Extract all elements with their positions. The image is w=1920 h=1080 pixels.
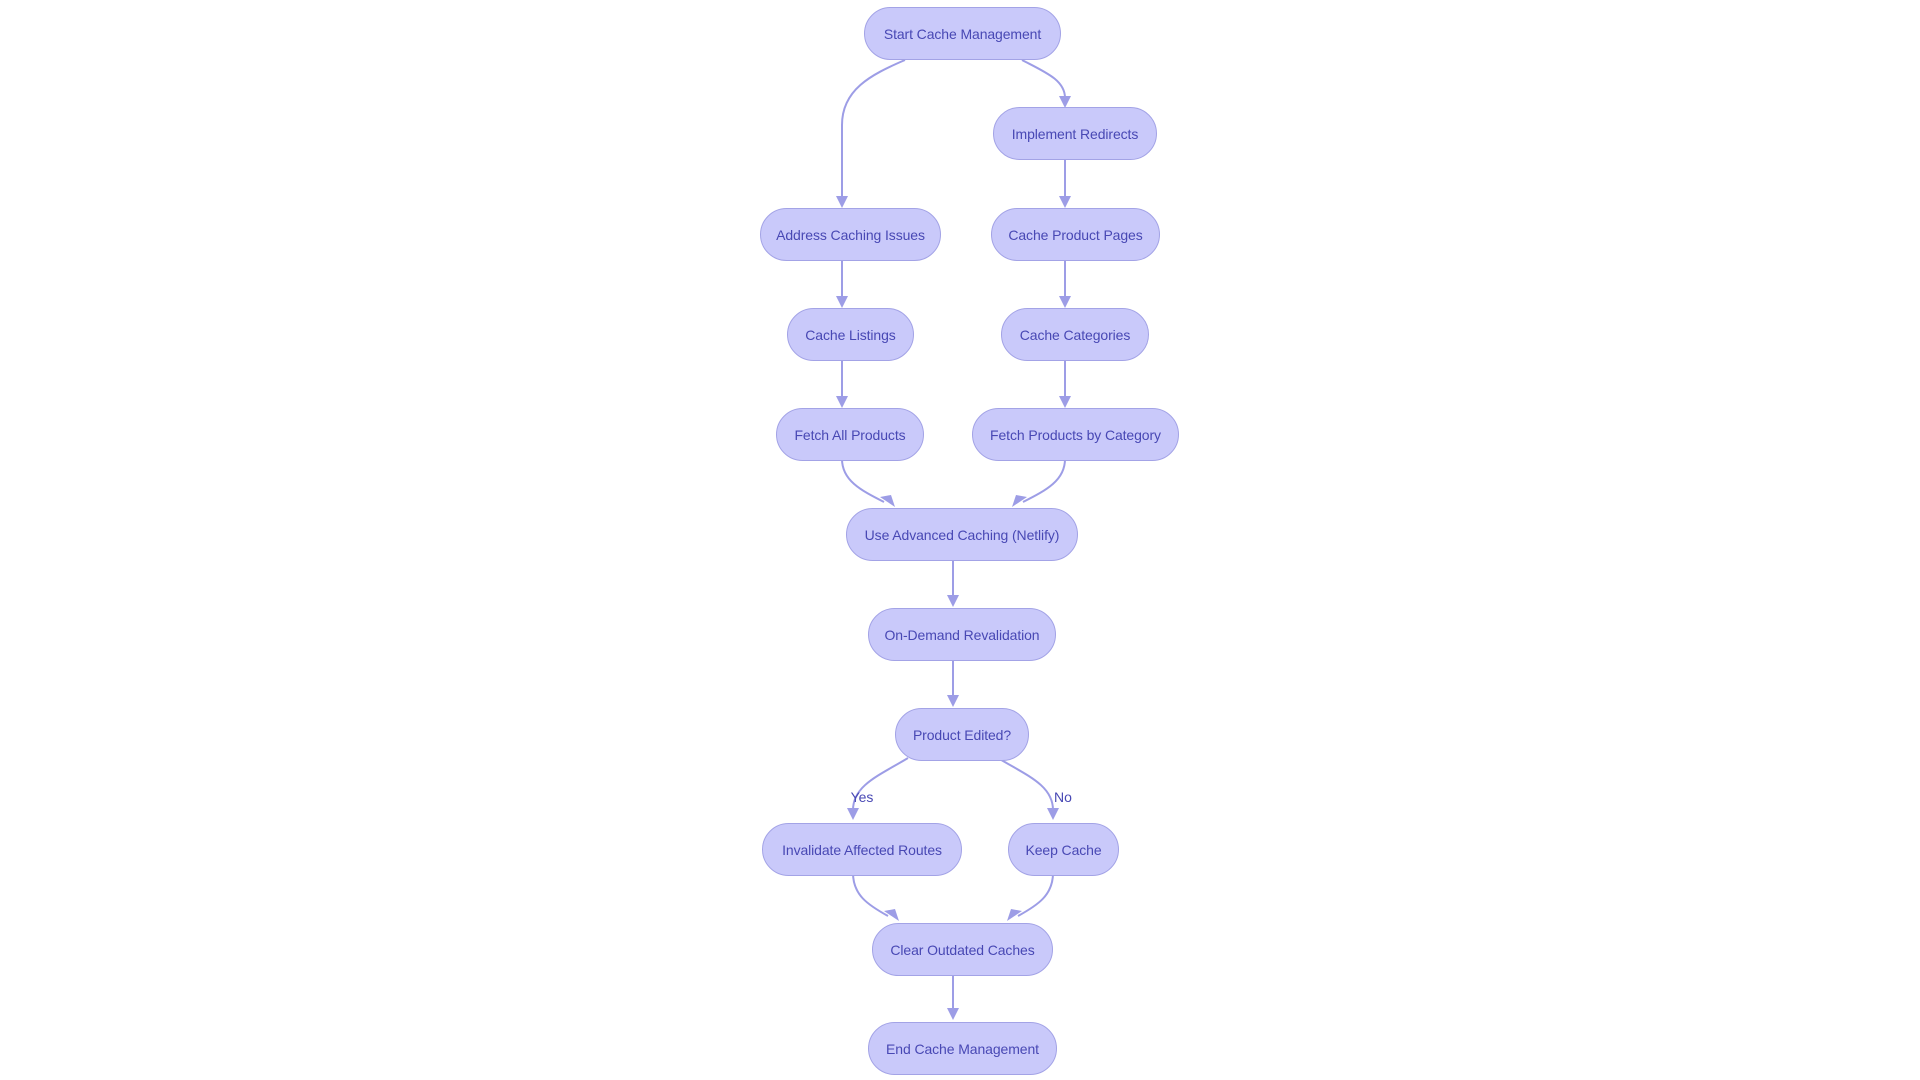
node-label: Start Cache Management xyxy=(883,25,1042,42)
node-clear-outdated-caches[interactable]: Clear Outdated Caches xyxy=(872,923,1053,976)
arrowhead-icon xyxy=(1012,495,1027,507)
arrowhead-icon xyxy=(836,396,848,408)
arrowhead-icon xyxy=(884,909,899,921)
node-label: Cache Listings xyxy=(805,326,896,343)
edge-product-edited-to-keep-cache xyxy=(997,757,1054,811)
node-label: Fetch Products by Category xyxy=(990,426,1161,443)
node-invalidate-affected-routes[interactable]: Invalidate Affected Routes xyxy=(762,823,962,876)
arrowhead-icon xyxy=(1047,808,1059,820)
node-fetch-all-products[interactable]: Fetch All Products xyxy=(776,408,924,461)
node-label: Implement Redirects xyxy=(1011,125,1139,142)
edge-label-yes: Yes xyxy=(850,789,874,805)
edge-start-to-implement-redirects xyxy=(1021,59,1066,99)
node-keep-cache[interactable]: Keep Cache xyxy=(1008,823,1119,876)
node-label: Invalidate Affected Routes xyxy=(782,841,942,858)
node-label: Cache Product Pages xyxy=(1008,226,1143,243)
node-label: Use Advanced Caching (Netlify) xyxy=(864,526,1060,543)
arrowhead-icon xyxy=(1059,196,1071,208)
edge-fetch-by-category-to-advanced-caching xyxy=(1022,458,1066,503)
node-label: Fetch All Products xyxy=(794,426,906,443)
arrowhead-icon xyxy=(947,1008,959,1020)
arrowhead-icon xyxy=(847,808,859,820)
edge-fetch-all-products-to-advanced-caching xyxy=(841,458,885,503)
node-label: Clear Outdated Caches xyxy=(890,941,1035,958)
node-implement-redirects[interactable]: Implement Redirects xyxy=(993,107,1157,160)
arrowhead-icon xyxy=(880,495,895,507)
node-cache-product-pages[interactable]: Cache Product Pages xyxy=(991,208,1160,261)
node-address-caching-issues[interactable]: Address Caching Issues xyxy=(760,208,941,261)
node-use-advanced-caching[interactable]: Use Advanced Caching (Netlify) xyxy=(846,508,1078,561)
node-product-edited-decision[interactable]: Product Edited? xyxy=(895,708,1029,761)
edge-invalidate-routes-to-clear-outdated xyxy=(852,872,889,917)
arrowhead-icon xyxy=(836,296,848,308)
node-label: Cache Categories xyxy=(1019,326,1131,343)
node-label: Keep Cache xyxy=(1025,841,1102,858)
edge-start-to-address-caching xyxy=(841,59,906,198)
node-cache-listings[interactable]: Cache Listings xyxy=(787,308,914,361)
arrowhead-icon xyxy=(1059,296,1071,308)
arrowhead-icon xyxy=(947,695,959,707)
node-label: End Cache Management xyxy=(886,1040,1039,1057)
arrowhead-icon xyxy=(1007,909,1022,921)
arrowhead-icon xyxy=(947,595,959,607)
node-fetch-products-by-category[interactable]: Fetch Products by Category xyxy=(972,408,1179,461)
node-end-cache-management[interactable]: End Cache Management xyxy=(868,1022,1057,1075)
edge-keep-cache-to-clear-outdated xyxy=(1017,872,1054,917)
node-start-cache-management[interactable]: Start Cache Management xyxy=(864,7,1061,60)
node-label: Address Caching Issues xyxy=(776,226,925,243)
node-label: On-Demand Revalidation xyxy=(884,626,1040,643)
edge-label-no: No xyxy=(1054,789,1072,805)
arrowhead-icon xyxy=(836,196,848,208)
arrowhead-icon xyxy=(1059,396,1071,408)
node-on-demand-revalidation[interactable]: On-Demand Revalidation xyxy=(868,608,1056,661)
node-cache-categories[interactable]: Cache Categories xyxy=(1001,308,1149,361)
node-label: Product Edited? xyxy=(912,726,1012,743)
